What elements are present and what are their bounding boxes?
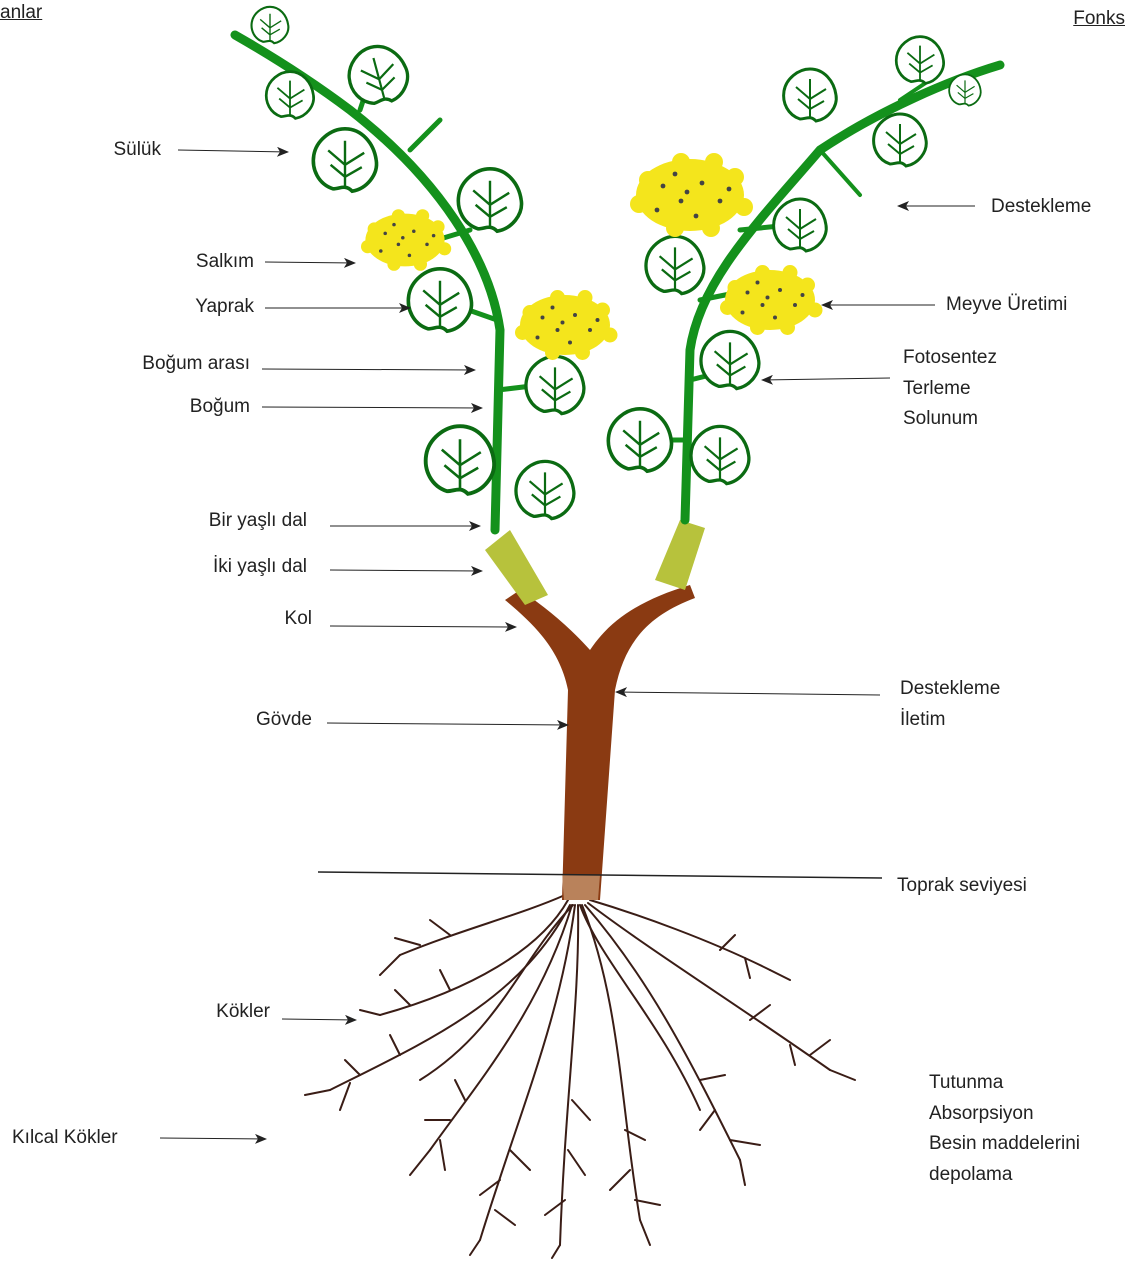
label-bogum-arasi: Boğum arası	[142, 353, 250, 375]
function-solunum: Solunum	[903, 404, 997, 435]
header-left: anlar	[0, 2, 42, 24]
function-iletim: İletim	[900, 705, 1000, 736]
function-terleme: Terleme	[903, 374, 997, 405]
trunk	[485, 520, 705, 900]
label-bir-yasli-dal: Bir yaşlı dal	[209, 510, 307, 532]
label-kokler: Kökler	[216, 1001, 270, 1023]
label-kol: Kol	[285, 608, 312, 630]
function-meyve-uretimi: Meyve Üretimi	[946, 294, 1067, 316]
function-depolama: depolama	[929, 1160, 1080, 1191]
label-suluk: Sülük	[113, 139, 161, 161]
label-govde: Gövde	[256, 709, 312, 731]
header-right: Fonks	[1073, 8, 1125, 30]
function-fotosentez: Fotosentez	[903, 343, 997, 374]
function-absorpsiyon: Absorpsiyon	[929, 1099, 1080, 1130]
roots	[305, 895, 855, 1258]
label-iki-yasli-dal: İki yaşlı dal	[213, 556, 307, 578]
function-destekleme-top: Destekleme	[991, 196, 1091, 218]
function-tutunma: Tutunma	[929, 1068, 1080, 1099]
label-kilcal-kokler: Kılcal Kökler	[12, 1127, 118, 1149]
label-toprak-seviyesi: Toprak seviyesi	[897, 875, 1027, 897]
function-roots: Tutunma Absorpsiyon Besin maddelerini de…	[929, 1068, 1080, 1190]
label-bogum: Boğum	[190, 396, 250, 418]
function-trunk: Destekleme İletim	[900, 674, 1000, 735]
leaves	[252, 7, 981, 519]
function-leaf: Fotosentez Terleme Solunum	[903, 343, 997, 435]
label-yaprak: Yaprak	[195, 296, 254, 318]
function-destekleme: Destekleme	[900, 674, 1000, 705]
label-salkim: Salkım	[196, 251, 254, 273]
function-besin-maddelerini: Besin maddelerini	[929, 1129, 1080, 1160]
